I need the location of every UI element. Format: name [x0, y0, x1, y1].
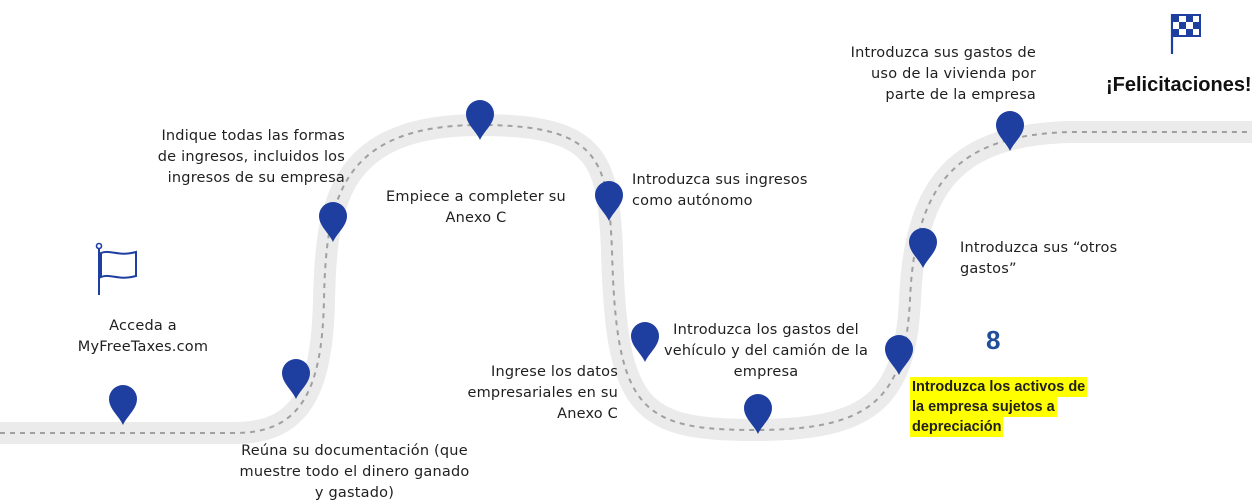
current-step-label: Introduzca los activos de la empresa suj… [910, 377, 1088, 437]
checkered-flag-icon [1170, 14, 1201, 54]
step-label-2-line: Reúna su documentación (que [241, 443, 468, 459]
step-label-1-line: MyFreeTaxes.com [77, 339, 209, 355]
step-label-9-line: Introduzca sus gastos de [850, 45, 1036, 61]
map-pin-icon [595, 181, 623, 221]
step-label-2: Reúna su documentación (que muestre todo… [232, 441, 477, 504]
step-label-2-line: muestre todo el dinero ganado [239, 464, 470, 480]
flag-icon [95, 242, 137, 295]
step-label-3-line: de ingresos, incluidos los [157, 149, 345, 165]
step-label-7-line: empresa [733, 364, 799, 380]
step-label-4: Empiece a completer su Anexo C [378, 187, 574, 229]
current-step-number: 8 [986, 325, 1001, 355]
step-label-5-line: Introduzca sus ingresos [632, 172, 808, 188]
step-label-6: Ingrese los datos empresariales en su An… [440, 362, 618, 425]
step-label-3-line: ingresos de su empresa [167, 170, 345, 186]
map-pin-icon [744, 394, 772, 434]
step-label-8: Introduzca sus “otros gastos” [960, 238, 1160, 280]
step-label-9: Introduzca sus gastos de uso de la vivie… [830, 43, 1036, 106]
map-pin-icon [282, 359, 310, 399]
current-step-label-line: la empresa sujetos a [910, 397, 1057, 417]
step-label-9-line: parte de la empresa [885, 87, 1036, 103]
step-label-3: Indique todas las formas de ingresos, in… [130, 126, 345, 189]
step-label-7-line: Introduzca los gastos del [673, 322, 859, 338]
map-pin-icon [909, 228, 937, 268]
step-label-7-line: vehículo y del camión de la [663, 343, 869, 359]
finish-label: ¡Felicitaciones! [1106, 74, 1252, 96]
step-label-5: Introduzca sus ingresos como autónomo [632, 170, 832, 212]
map-pin-icon [631, 322, 659, 362]
step-label-8-line: Introduzca sus “otros [960, 240, 1118, 256]
step-label-9-line: uso de la vivienda por [871, 66, 1036, 82]
step-label-6-line: Anexo C [557, 406, 618, 422]
step-label-2-line: y gastado) [314, 485, 395, 501]
step-label-3-line: Indique todas las formas [161, 128, 345, 144]
step-label-1-line: Acceda a [109, 318, 177, 334]
step-label-7: Introduzca los gastos del vehículo y del… [660, 320, 872, 383]
current-step-label-line: Introduzca los activos de [910, 377, 1088, 397]
current-step-label-line: depreciación [910, 417, 1004, 437]
map-pin-icon [466, 100, 494, 140]
step-label-4-line: Empiece a completer su [386, 189, 566, 205]
step-label-4-line: Anexo C [445, 210, 507, 226]
step-label-6-line: Ingrese los datos [491, 364, 618, 380]
map-pin-icon [996, 111, 1024, 151]
step-label-5-line: como autónomo [632, 193, 753, 209]
step-label-6-line: empresariales en su [467, 385, 618, 401]
map-pin-icon [109, 385, 137, 425]
map-pin-icon [319, 202, 347, 242]
step-label-1: Acceda a MyFreeTaxes.com [58, 316, 228, 358]
map-pin-icon [885, 335, 913, 375]
step-label-8-line: gastos” [960, 261, 1017, 277]
road-center-dashes [0, 123, 1252, 434]
